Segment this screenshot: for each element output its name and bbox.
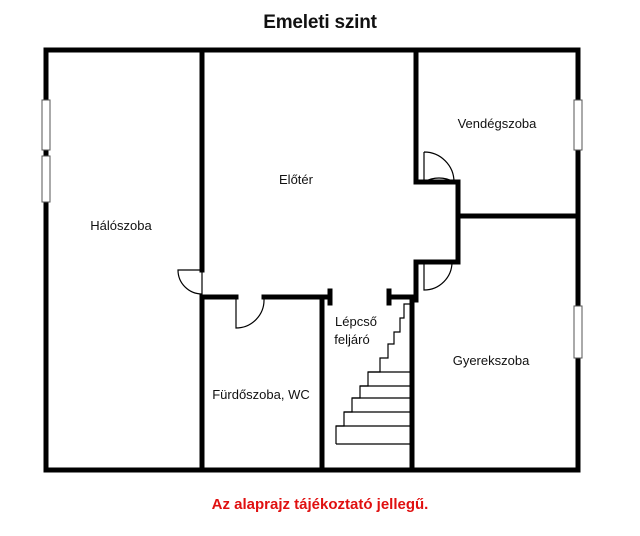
door-swings xyxy=(177,151,455,329)
staircase xyxy=(335,303,410,445)
window-guestroom xyxy=(573,99,583,151)
door-childroom xyxy=(423,261,453,291)
windows xyxy=(41,99,583,359)
window-childroom xyxy=(573,305,583,359)
label-gyerek: Gyerekszoba xyxy=(453,353,530,368)
label-furdo: Fürdőszoba, WC xyxy=(212,387,310,402)
outer-walls xyxy=(43,47,581,473)
floor-title: Emeleti szint xyxy=(263,12,377,33)
label-lepcso-2: feljáró xyxy=(334,332,369,347)
door-bathroom xyxy=(235,298,265,329)
disclaimer-note: Az alaprajz tájékoztató jellegű. xyxy=(211,496,429,513)
door-guestroom xyxy=(423,151,455,184)
label-vendeg: Vendégszoba xyxy=(458,116,538,131)
interior-walls xyxy=(199,47,581,473)
door-bedroom xyxy=(177,269,203,295)
label-halo: Hálószoba xyxy=(90,218,152,233)
window-bedroom-lower xyxy=(41,155,51,203)
label-eloter: Előtér xyxy=(279,172,314,187)
label-lepcso-1: Lépcső xyxy=(335,314,377,329)
window-bedroom-upper xyxy=(41,99,51,151)
